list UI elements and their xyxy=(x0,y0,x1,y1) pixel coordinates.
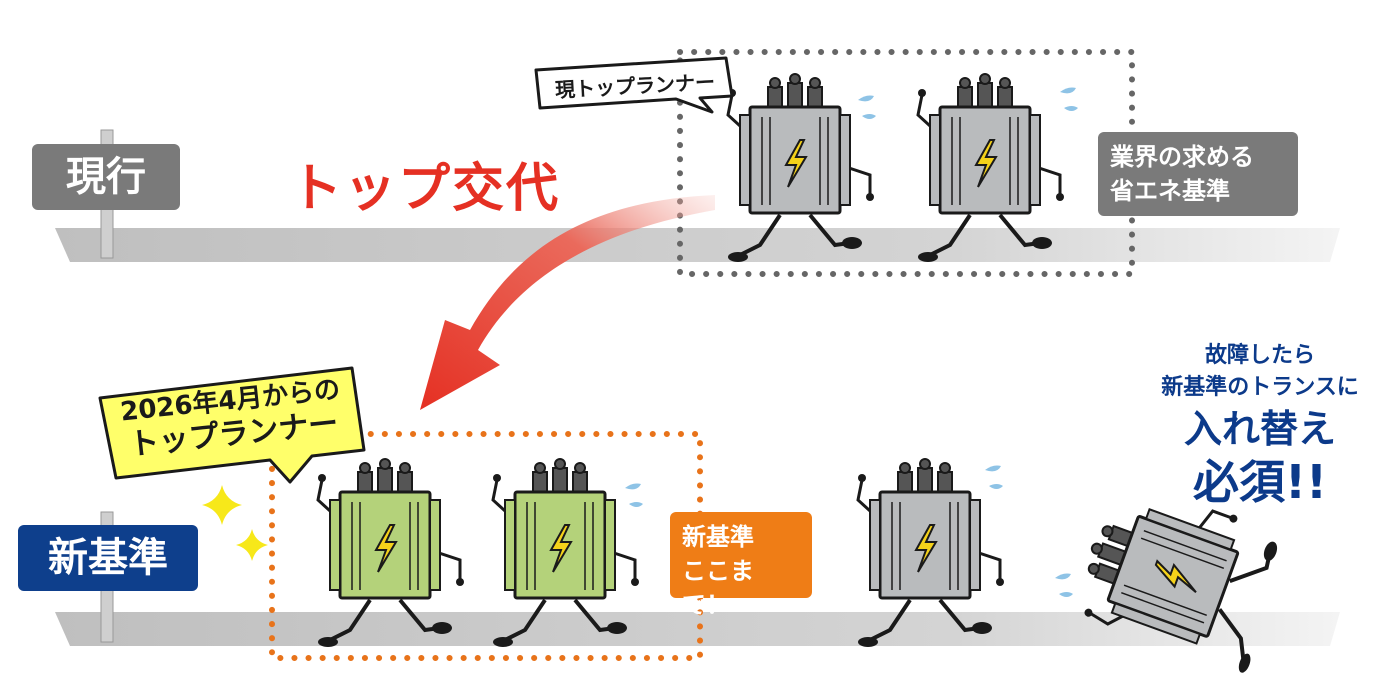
label-new-standard-line2: ここまで！ xyxy=(682,557,754,619)
sweat-drops-icon xyxy=(625,483,643,507)
road-new xyxy=(55,612,1340,646)
sweat-drops-icon xyxy=(1060,87,1078,111)
bubble-current-top xyxy=(534,56,734,114)
label-industry-standard-line1: 業界の求める xyxy=(1110,143,1254,171)
label-new-standard: 新基準 ここまで！ xyxy=(670,512,812,619)
sweat-drops-icon xyxy=(1055,573,1073,597)
sparkle-icon xyxy=(202,485,242,525)
handover-arrow xyxy=(420,195,715,410)
sweat-drops-icon xyxy=(858,95,876,119)
headline-top-change: トップ交代 xyxy=(290,159,561,219)
new-top-frame xyxy=(269,431,703,661)
sparkle-icon xyxy=(236,529,268,561)
sign-current-label: 現行 xyxy=(66,154,146,200)
bubble-new-top xyxy=(98,366,366,484)
road-current xyxy=(55,228,1340,262)
sign-current: 現行 xyxy=(32,144,180,210)
sign-new-label: 新基準 xyxy=(48,535,168,581)
replacement-note: 故障したら 新基準のトランスに 入れ替え 必須!! xyxy=(1140,340,1380,510)
note-line1: 故障したら xyxy=(1204,343,1315,368)
sweat-drops-icon xyxy=(985,465,1003,489)
label-industry-standard-line2: 省エネ基準 xyxy=(1110,177,1230,205)
label-industry-standard: 業界の求める 省エネ基準 xyxy=(1098,132,1298,216)
note-line3: 入れ替え xyxy=(1183,407,1336,451)
label-new-standard-line1: 新基準 xyxy=(682,523,754,551)
note-line4: 必須!! xyxy=(1193,455,1327,509)
note-line2: 新基準のトランスに xyxy=(1161,375,1359,400)
sign-new: 新基準 xyxy=(18,525,198,591)
